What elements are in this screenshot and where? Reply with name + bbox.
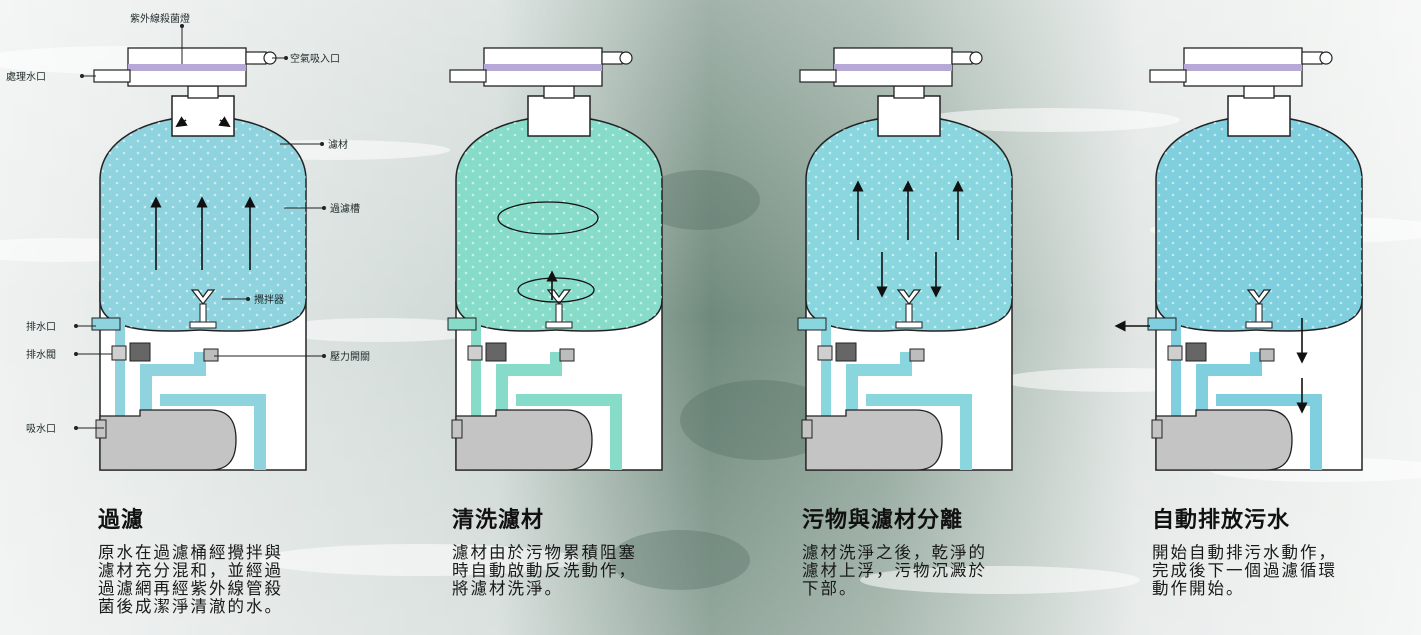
tank-neck (171, 95, 235, 137)
drain-outlet (91, 317, 121, 331)
tank-neck (877, 95, 941, 137)
pressure-switch (203, 348, 219, 362)
label-drain-outlet: 排水口 (26, 320, 56, 333)
filter-media (100, 116, 306, 332)
intake-pipe (801, 419, 813, 439)
filter-unit-1 (91, 47, 307, 471)
tank-neck (1227, 95, 1291, 137)
intake-pipe (95, 419, 107, 439)
neck-cap (1243, 85, 1275, 99)
agitator-base (545, 321, 573, 329)
filter-unit-3 (797, 47, 1013, 471)
pump (805, 409, 943, 471)
stage-title: 自動排放污水 (1152, 508, 1291, 533)
neck-cap (893, 85, 925, 99)
stage-1-text: 過濾 原水在過濾桶經攪拌與 濾材充分混和，並經過 過濾網再經紫外線管殺 菌後成潔… (98, 508, 368, 616)
agitator-shaft (199, 303, 207, 323)
air-valve-knob (619, 51, 633, 65)
agitator-shaft (905, 303, 913, 323)
air-valve (601, 51, 623, 65)
pressure-switch (1259, 348, 1275, 362)
label-uv-lamp: 紫外線殺菌燈 (130, 12, 190, 25)
drain-valve (1167, 345, 1183, 361)
agitator-base (189, 321, 217, 329)
uv-tube (484, 64, 602, 71)
agitator-base (1245, 321, 1273, 329)
uv-tube (834, 64, 952, 71)
stage-title: 清洗濾材 (452, 508, 545, 533)
flow-arrow (175, 116, 188, 128)
drain-valve (111, 345, 127, 361)
filter-media (806, 116, 1012, 332)
filter-media (456, 116, 662, 332)
stage-description: 濾材由於污物累積阻塞 時自動啟動反洗動作， 將濾材洗淨。 (452, 543, 637, 598)
drain-outlet (1147, 317, 1177, 331)
air-valve-knob (969, 51, 983, 65)
pressure-switch (909, 348, 925, 362)
agitator-shaft (1255, 303, 1263, 323)
outlet-pipe (1149, 69, 1187, 83)
pump (99, 409, 237, 471)
label-intake: 吸水口 (26, 423, 56, 435)
component-labels: 紫外線殺菌燈 處理水口 空氣吸入口 濾材 過濾槽 攪拌器 排水口 排水閥 壓力開… (6, 12, 370, 435)
outlet-pipe (799, 69, 837, 83)
neck-cap (543, 85, 575, 99)
label-filter-tank: 過濾槽 (330, 202, 360, 215)
filter-unit-2 (447, 47, 663, 471)
outlet-pipe (449, 69, 487, 83)
stage-title: 過濾 (98, 508, 145, 533)
drain-outlet (447, 317, 477, 331)
flow-arrow (218, 116, 231, 128)
valve-actuator (835, 342, 857, 362)
label-treated-outlet: 處理水口 (6, 70, 46, 83)
tank-neck (527, 95, 591, 137)
valve-actuator (1185, 342, 1207, 362)
air-valve (951, 51, 973, 65)
stage-description: 原水在過濾桶經攪拌與 濾材充分混和，並經過 過濾網再經紫外線管殺 菌後成潔淨清澈… (98, 543, 283, 616)
stage-2-text: 清洗濾材 濾材由於污物累積阻塞 時自動啟動反洗動作， 將濾材洗淨。 (452, 508, 722, 598)
pump-pipe (160, 394, 266, 470)
pump-pipe (1216, 394, 1322, 470)
drain-valve (817, 345, 833, 361)
label-pressure-switch: 壓力開關 (330, 350, 370, 363)
air-valve (1301, 51, 1323, 65)
agitator-base (895, 321, 923, 329)
uv-tube (1184, 64, 1302, 71)
swirl-arrow (497, 201, 599, 235)
pump-pipe (516, 394, 622, 470)
label-air-inlet: 空氣吸入口 (290, 52, 340, 65)
air-valve (245, 51, 267, 65)
stage-title: 污物與濾材分離 (802, 508, 964, 533)
neck-cap (187, 85, 219, 99)
stage-4-text: 自動排放污水 開始自動排污水動作， 完成後下一個過濾循環 動作開始。 (1152, 508, 1421, 598)
air-valve-knob (1319, 51, 1333, 65)
drain-valve (467, 345, 483, 361)
pressure-switch (559, 348, 575, 362)
pump-pipe (866, 394, 972, 470)
valve-actuator (485, 342, 507, 362)
valve-actuator (129, 342, 151, 362)
stage-description: 開始自動排污水動作， 完成後下一個過濾循環 動作開始。 (1152, 543, 1337, 598)
label-media: 濾材 (328, 138, 348, 151)
pump (1155, 409, 1293, 471)
stage-description: 濾材洗淨之後，乾淨的 濾材上浮，污物沉澱於 下部。 (802, 543, 987, 598)
filter-media (1156, 116, 1362, 332)
filter-unit-4 (1114, 47, 1363, 471)
uv-tube (128, 64, 246, 71)
intake-pipe (451, 419, 463, 439)
drain-outlet (797, 317, 827, 331)
label-drain-valve: 排水閥 (26, 348, 56, 361)
pump (455, 409, 593, 471)
outlet-pipe (93, 69, 131, 83)
intake-pipe (1151, 419, 1163, 439)
label-agitator: 攪拌器 (254, 293, 284, 306)
agitator-shaft (555, 303, 563, 323)
stage-3-text: 污物與濾材分離 濾材洗淨之後，乾淨的 濾材上浮，污物沉澱於 下部。 (802, 508, 1072, 598)
